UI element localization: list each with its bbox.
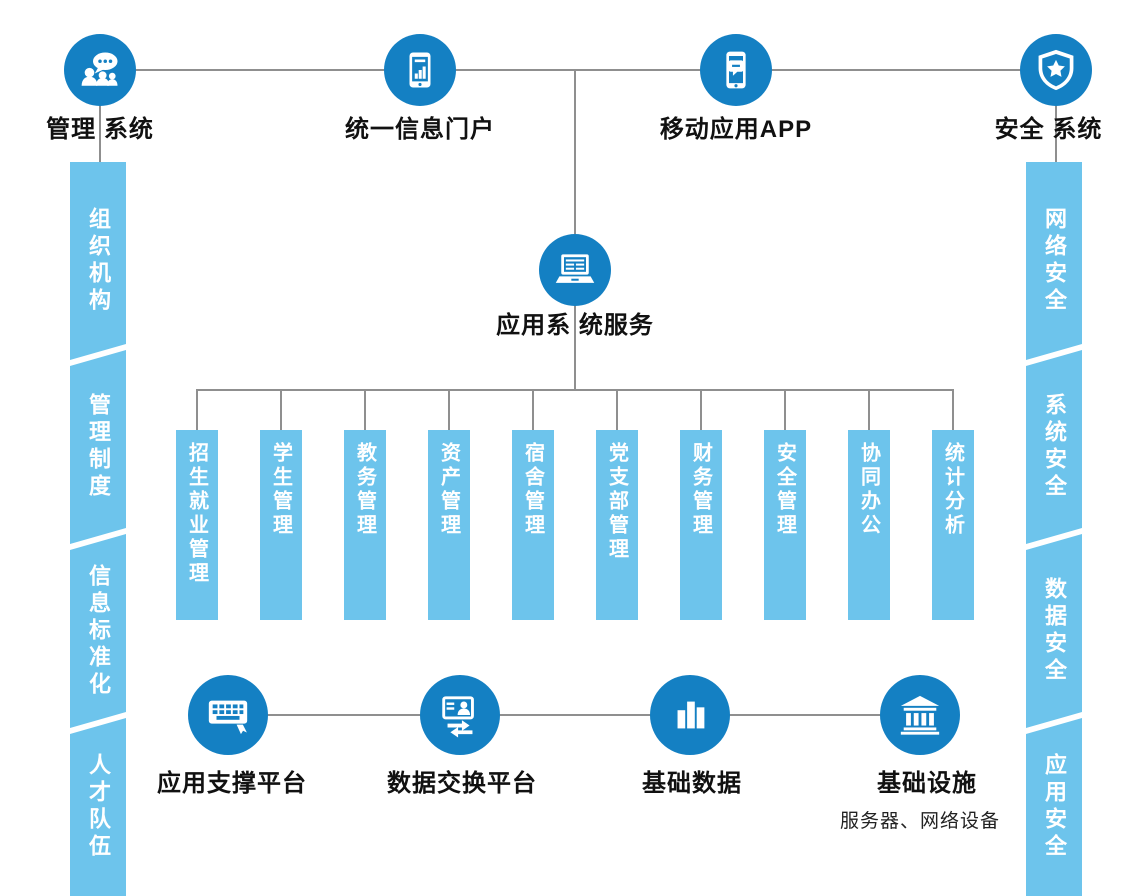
keyboard-icon [208, 700, 248, 735]
people-chat-icon [81, 52, 118, 86]
module-stub-line [784, 390, 786, 430]
node-infrastructure-label: 基础设施 [877, 770, 977, 797]
node-security-system-label: 安全 系统 [994, 116, 1103, 143]
app-module-bar: 统计分析 [932, 430, 974, 620]
bar-chart-icon [677, 701, 705, 729]
node-mobile-app [700, 34, 772, 106]
node-unified-portal [384, 34, 456, 106]
module-stub-line [700, 390, 702, 430]
app-module-label: 招生就业管理 [185, 442, 208, 586]
right-pillar-label: 系统安全 [1042, 393, 1067, 501]
module-stub-line [952, 390, 954, 430]
app-module-label: 学生管理 [269, 442, 292, 538]
module-stub-line [616, 390, 618, 430]
node-infrastructure-sublabel: 服务器、网络设备 [839, 811, 1000, 832]
module-stub-line [868, 390, 870, 430]
right-pillar-label: 数据安全 [1042, 577, 1067, 685]
app-module-bar: 安全管理 [764, 430, 806, 620]
left-pillar-label: 管理制度 [86, 393, 111, 501]
app-module-bar: 党支部管理 [596, 430, 638, 620]
app-module-bar: 招生就业管理 [176, 430, 218, 620]
app-module-bar: 协同办公 [848, 430, 890, 620]
app-module-bar: 教务管理 [344, 430, 386, 620]
node-application-services-label: 应用系 统服务 [496, 312, 654, 339]
shield-star-icon [1038, 49, 1074, 91]
left-pillar-segment-rules: 管理制度 [70, 350, 126, 544]
node-app-support-platform [188, 675, 268, 755]
left-pillar-label: 组织机构 [86, 207, 111, 315]
node-basic-data [650, 675, 730, 755]
module-stub-line [448, 390, 450, 430]
bottom-connector-line [228, 714, 920, 716]
right-pillar-segment-app-security: 应用安全 [1026, 718, 1082, 896]
app-module-bar: 资产管理 [428, 430, 470, 620]
portal-to-center-line [574, 70, 576, 234]
app-module-bar: 宿舍管理 [512, 430, 554, 620]
left-pillar-label: 人才队伍 [86, 753, 111, 861]
module-stub-line [364, 390, 366, 430]
node-application-services [539, 234, 611, 306]
data-exchange-icon [442, 696, 474, 738]
app-module-label: 财务管理 [689, 442, 712, 538]
node-data-exchange-platform [420, 675, 500, 755]
node-security-system [1020, 34, 1092, 106]
left-pillar-label: 信息标准化 [86, 563, 111, 699]
center-drop-line [574, 305, 576, 390]
app-module-label: 安全管理 [773, 442, 796, 538]
app-module-label: 教务管理 [353, 442, 376, 538]
node-app-support-platform-label: 应用支撑平台 [157, 770, 307, 797]
node-basic-data-label: 基础数据 [642, 770, 742, 797]
laptop-icon [555, 254, 595, 283]
right-pillar-segment-data-security: 数据安全 [1026, 534, 1082, 728]
app-module-label: 统计分析 [941, 442, 964, 538]
left-pillar-segment-standards: 信息标准化 [70, 534, 126, 728]
app-module-label: 党支部管理 [605, 442, 628, 562]
right-pillar-connector-line [1055, 100, 1057, 164]
left-pillar-segment-talent: 人才队伍 [70, 718, 126, 896]
top-connector-line [100, 69, 1056, 71]
app-module-label: 协同办公 [857, 442, 880, 538]
node-data-exchange-platform-label: 数据交换平台 [387, 770, 537, 797]
left-pillar-segment-organization: 组织机构 [70, 162, 126, 360]
app-module-bar: 财务管理 [680, 430, 722, 620]
bank-icon [900, 695, 940, 735]
right-pillar-segment-network-security: 网络安全 [1026, 162, 1082, 360]
right-pillar-label: 应用安全 [1042, 753, 1067, 861]
node-management-system-label: 管理 系统 [46, 116, 154, 143]
left-pillar-connector-line [99, 100, 101, 164]
node-infrastructure [880, 675, 960, 755]
node-unified-portal-label: 统一信息门户 [345, 116, 495, 143]
app-module-label: 资产管理 [437, 442, 460, 538]
tablet-portal-icon [409, 52, 431, 88]
module-stub-line [196, 390, 198, 430]
right-pillar-label: 网络安全 [1042, 207, 1067, 315]
app-module-label: 宿舍管理 [521, 442, 544, 538]
modules-branch-line [196, 389, 954, 391]
phone-chat-icon [726, 51, 746, 89]
node-mobile-app-label: 移动应用APP [659, 116, 813, 143]
node-management-system [64, 34, 136, 106]
module-stub-line [532, 390, 534, 430]
right-pillar-segment-system-security: 系统安全 [1026, 350, 1082, 544]
module-stub-line [280, 390, 282, 430]
app-module-bar: 学生管理 [260, 430, 302, 620]
